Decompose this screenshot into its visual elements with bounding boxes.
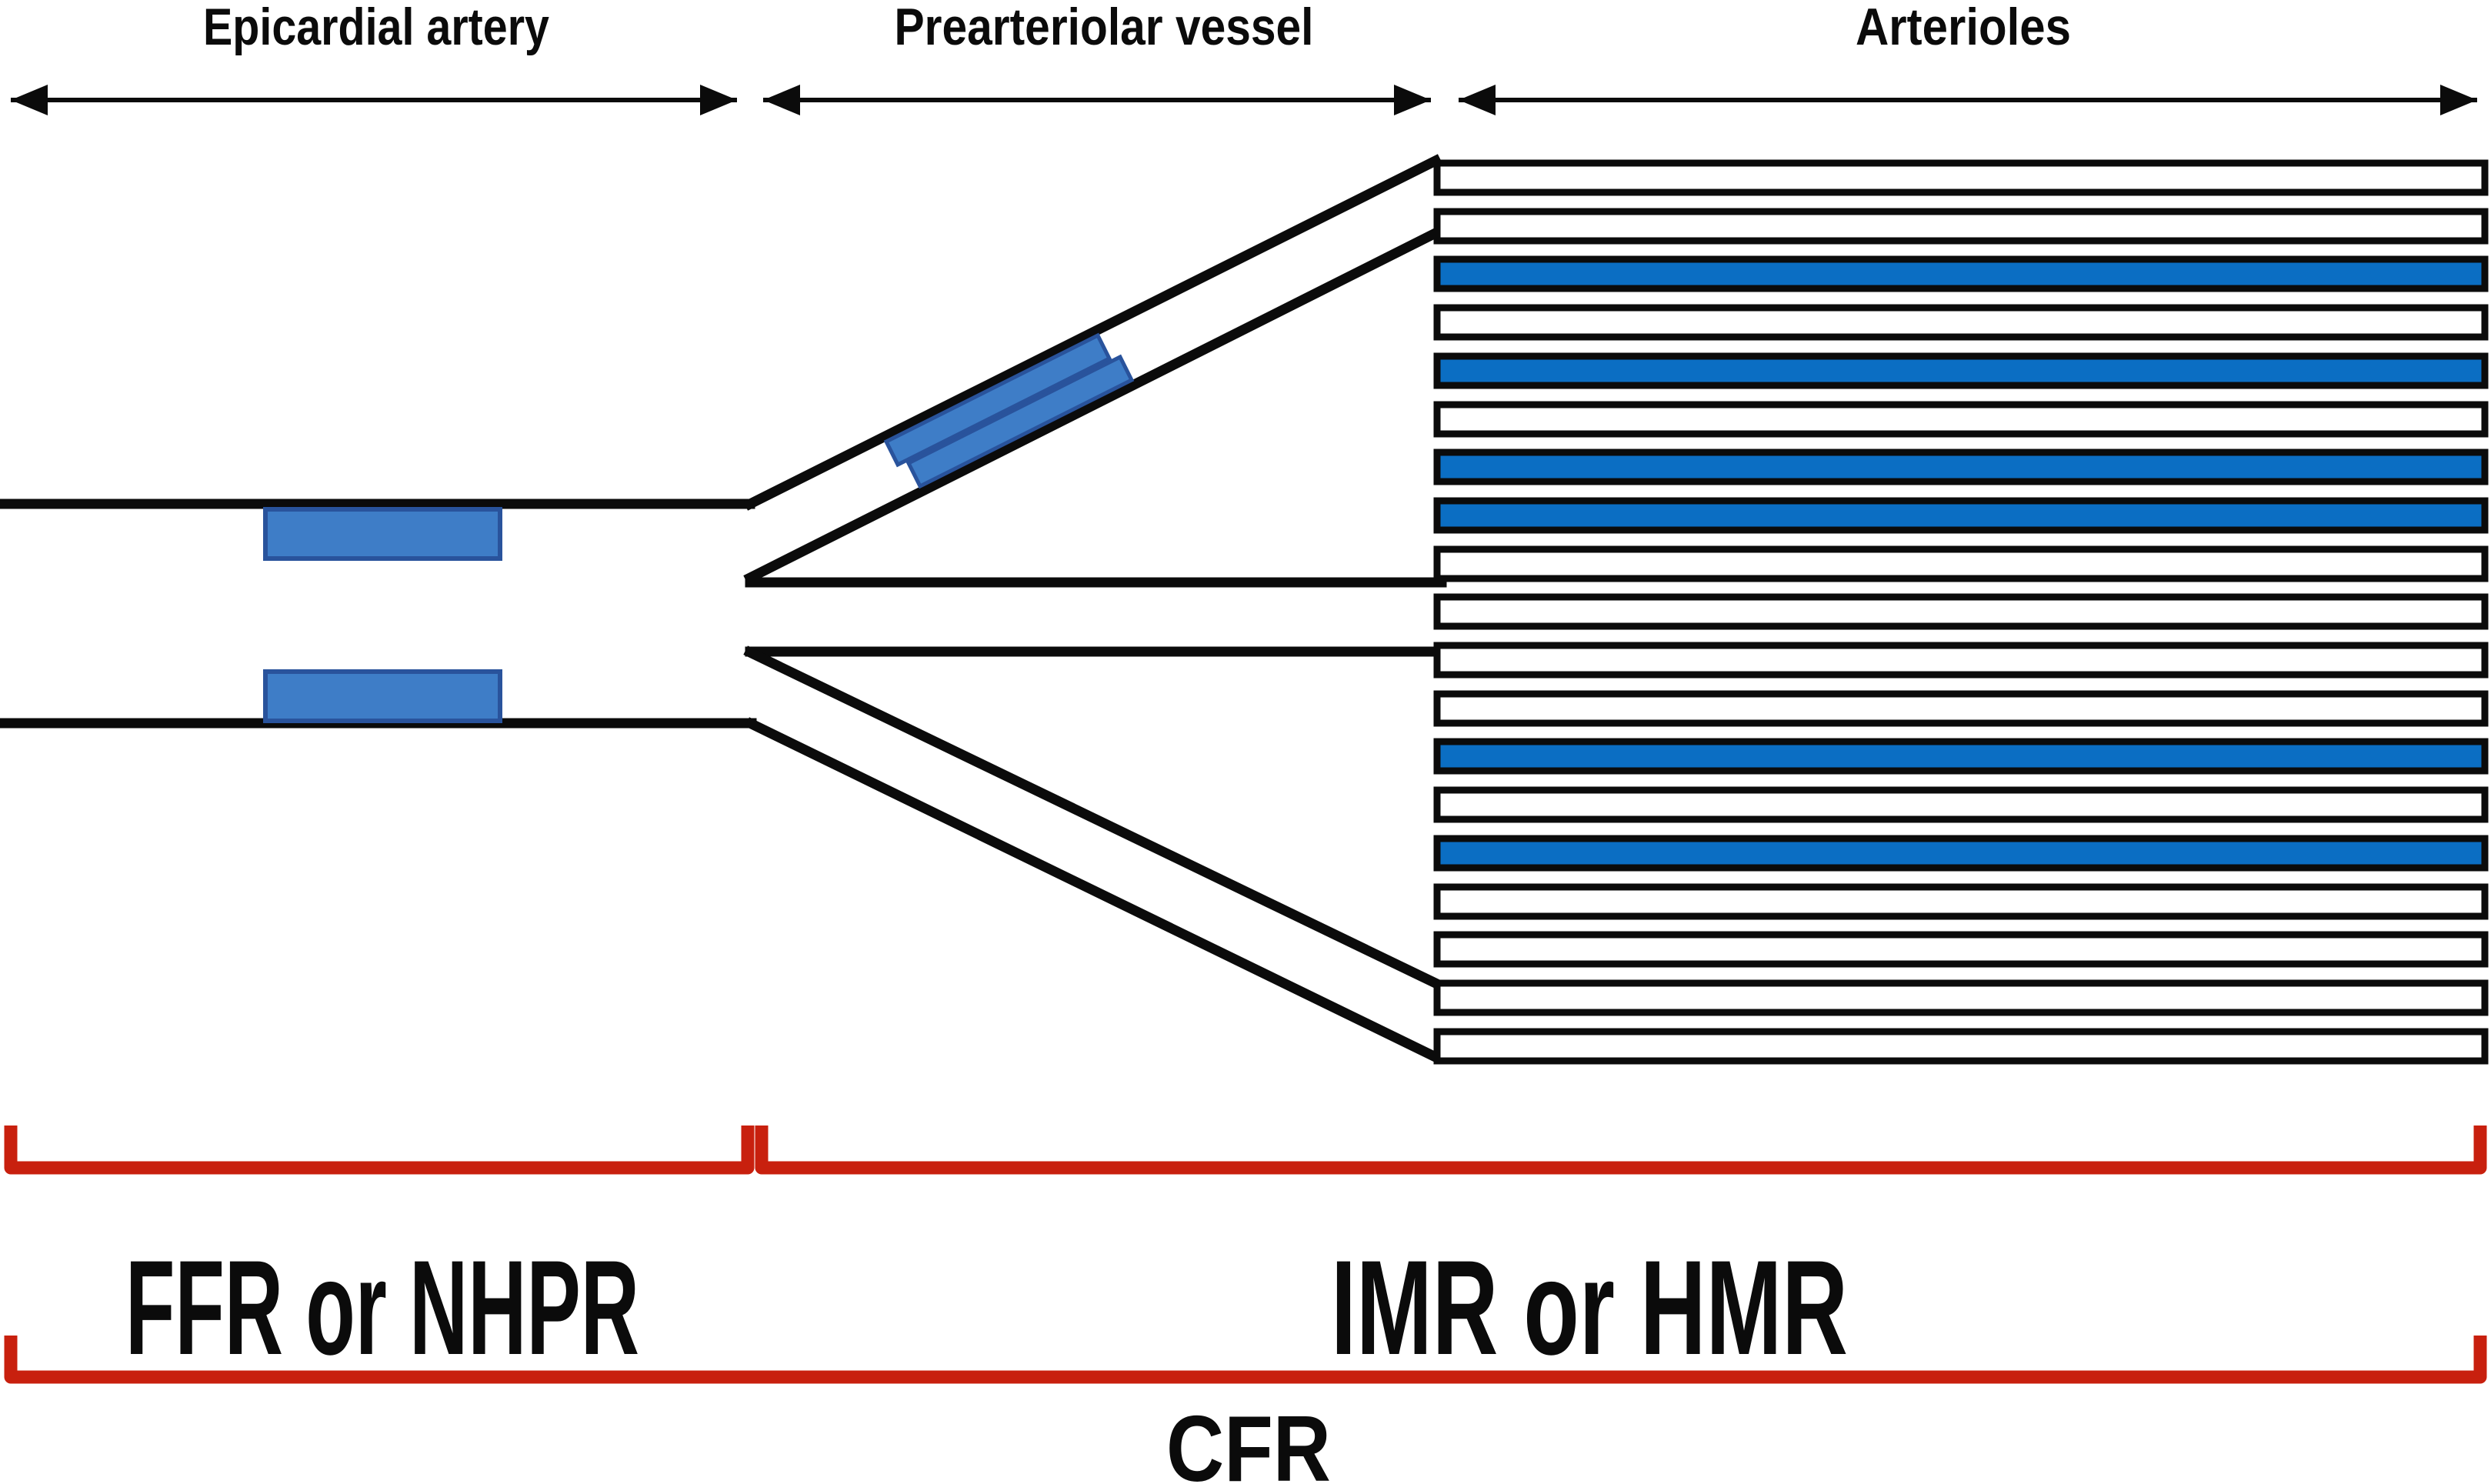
left-arrowhead-icon — [763, 85, 800, 115]
arteriole-bar-open — [1433, 545, 2489, 582]
arteriole-bar-constricted — [1433, 738, 2489, 775]
left-arrowhead-icon — [1459, 85, 1496, 115]
bracket-imr-hmr — [755, 1126, 2487, 1175]
arteriole-bar-constricted — [1433, 352, 2489, 389]
bracket-cfr — [4, 1336, 2487, 1384]
arteriole-bar-open — [1433, 593, 2489, 630]
section-arrows — [11, 85, 2477, 115]
arteriole-bar-open — [1433, 931, 2489, 968]
right-arrowhead-icon — [1394, 85, 1431, 115]
arteriole-bar-open — [1433, 304, 2489, 341]
upper-branch-inner-wall — [743, 226, 1442, 585]
epicardial-stenosis — [263, 507, 502, 723]
arteriole-bar-constricted — [1433, 449, 2489, 485]
stenosis-plaque-top — [263, 507, 502, 561]
arteriole-bar-open — [1433, 208, 2489, 245]
double-arrow-arterioles — [1459, 85, 2477, 115]
right-arrowhead-icon — [700, 85, 737, 115]
arteriole-bar-open — [1433, 1028, 2489, 1065]
label-imr-or-hmr: IMR or HMR — [1331, 1233, 1848, 1383]
bracket-ffr-nhpr — [4, 1126, 755, 1175]
arterioles-stack — [1433, 159, 2489, 1065]
arteriole-bar-open — [1433, 690, 2489, 727]
label-prearteriolar-vessel: Prearteriolar vessel — [895, 0, 1314, 56]
arteriole-bar-constricted — [1433, 255, 2489, 292]
left-arrowhead-icon — [11, 85, 48, 115]
label-arterioles: Arterioles — [1856, 0, 2071, 56]
arteriole-bar-open — [1433, 159, 2489, 196]
arteriole-bar-open — [1433, 401, 2489, 438]
arteriole-bar-open — [1433, 786, 2489, 823]
label-epicardial-artery: Epicardial artery — [203, 0, 549, 56]
stenosis-plaque-bottom — [263, 669, 502, 723]
measurement-brackets — [4, 1126, 2487, 1384]
label-ffr-or-nhpr: FFR or NHPR — [125, 1233, 639, 1383]
lower-branch-inner-wall — [743, 645, 1442, 990]
label-cfr: CFR — [1166, 1396, 1331, 1484]
prearteriolar-stenosis — [883, 332, 1135, 489]
prearteriolar-plaque-lower — [905, 354, 1135, 489]
upper-branch-outer-wall — [743, 154, 1442, 511]
arteriole-bar-open — [1433, 979, 2489, 1016]
arteriole-bar-constricted — [1433, 497, 2489, 534]
lower-branch-outer-wall — [745, 717, 1442, 1064]
arteriole-bar-open — [1433, 883, 2489, 920]
arteriole-bar-constricted — [1433, 835, 2489, 872]
arteriole-bar-open — [1433, 642, 2489, 679]
section-labels: Epicardial artery Prearteriolar vessel Art… — [203, 0, 2071, 56]
prearteriolar-plaque-upper — [883, 332, 1112, 468]
right-arrowhead-icon — [2440, 85, 2477, 115]
double-arrow-prearteriolar — [763, 85, 1431, 115]
double-arrow-epicardial — [11, 85, 737, 115]
vessel-walls — [0, 154, 1447, 1064]
